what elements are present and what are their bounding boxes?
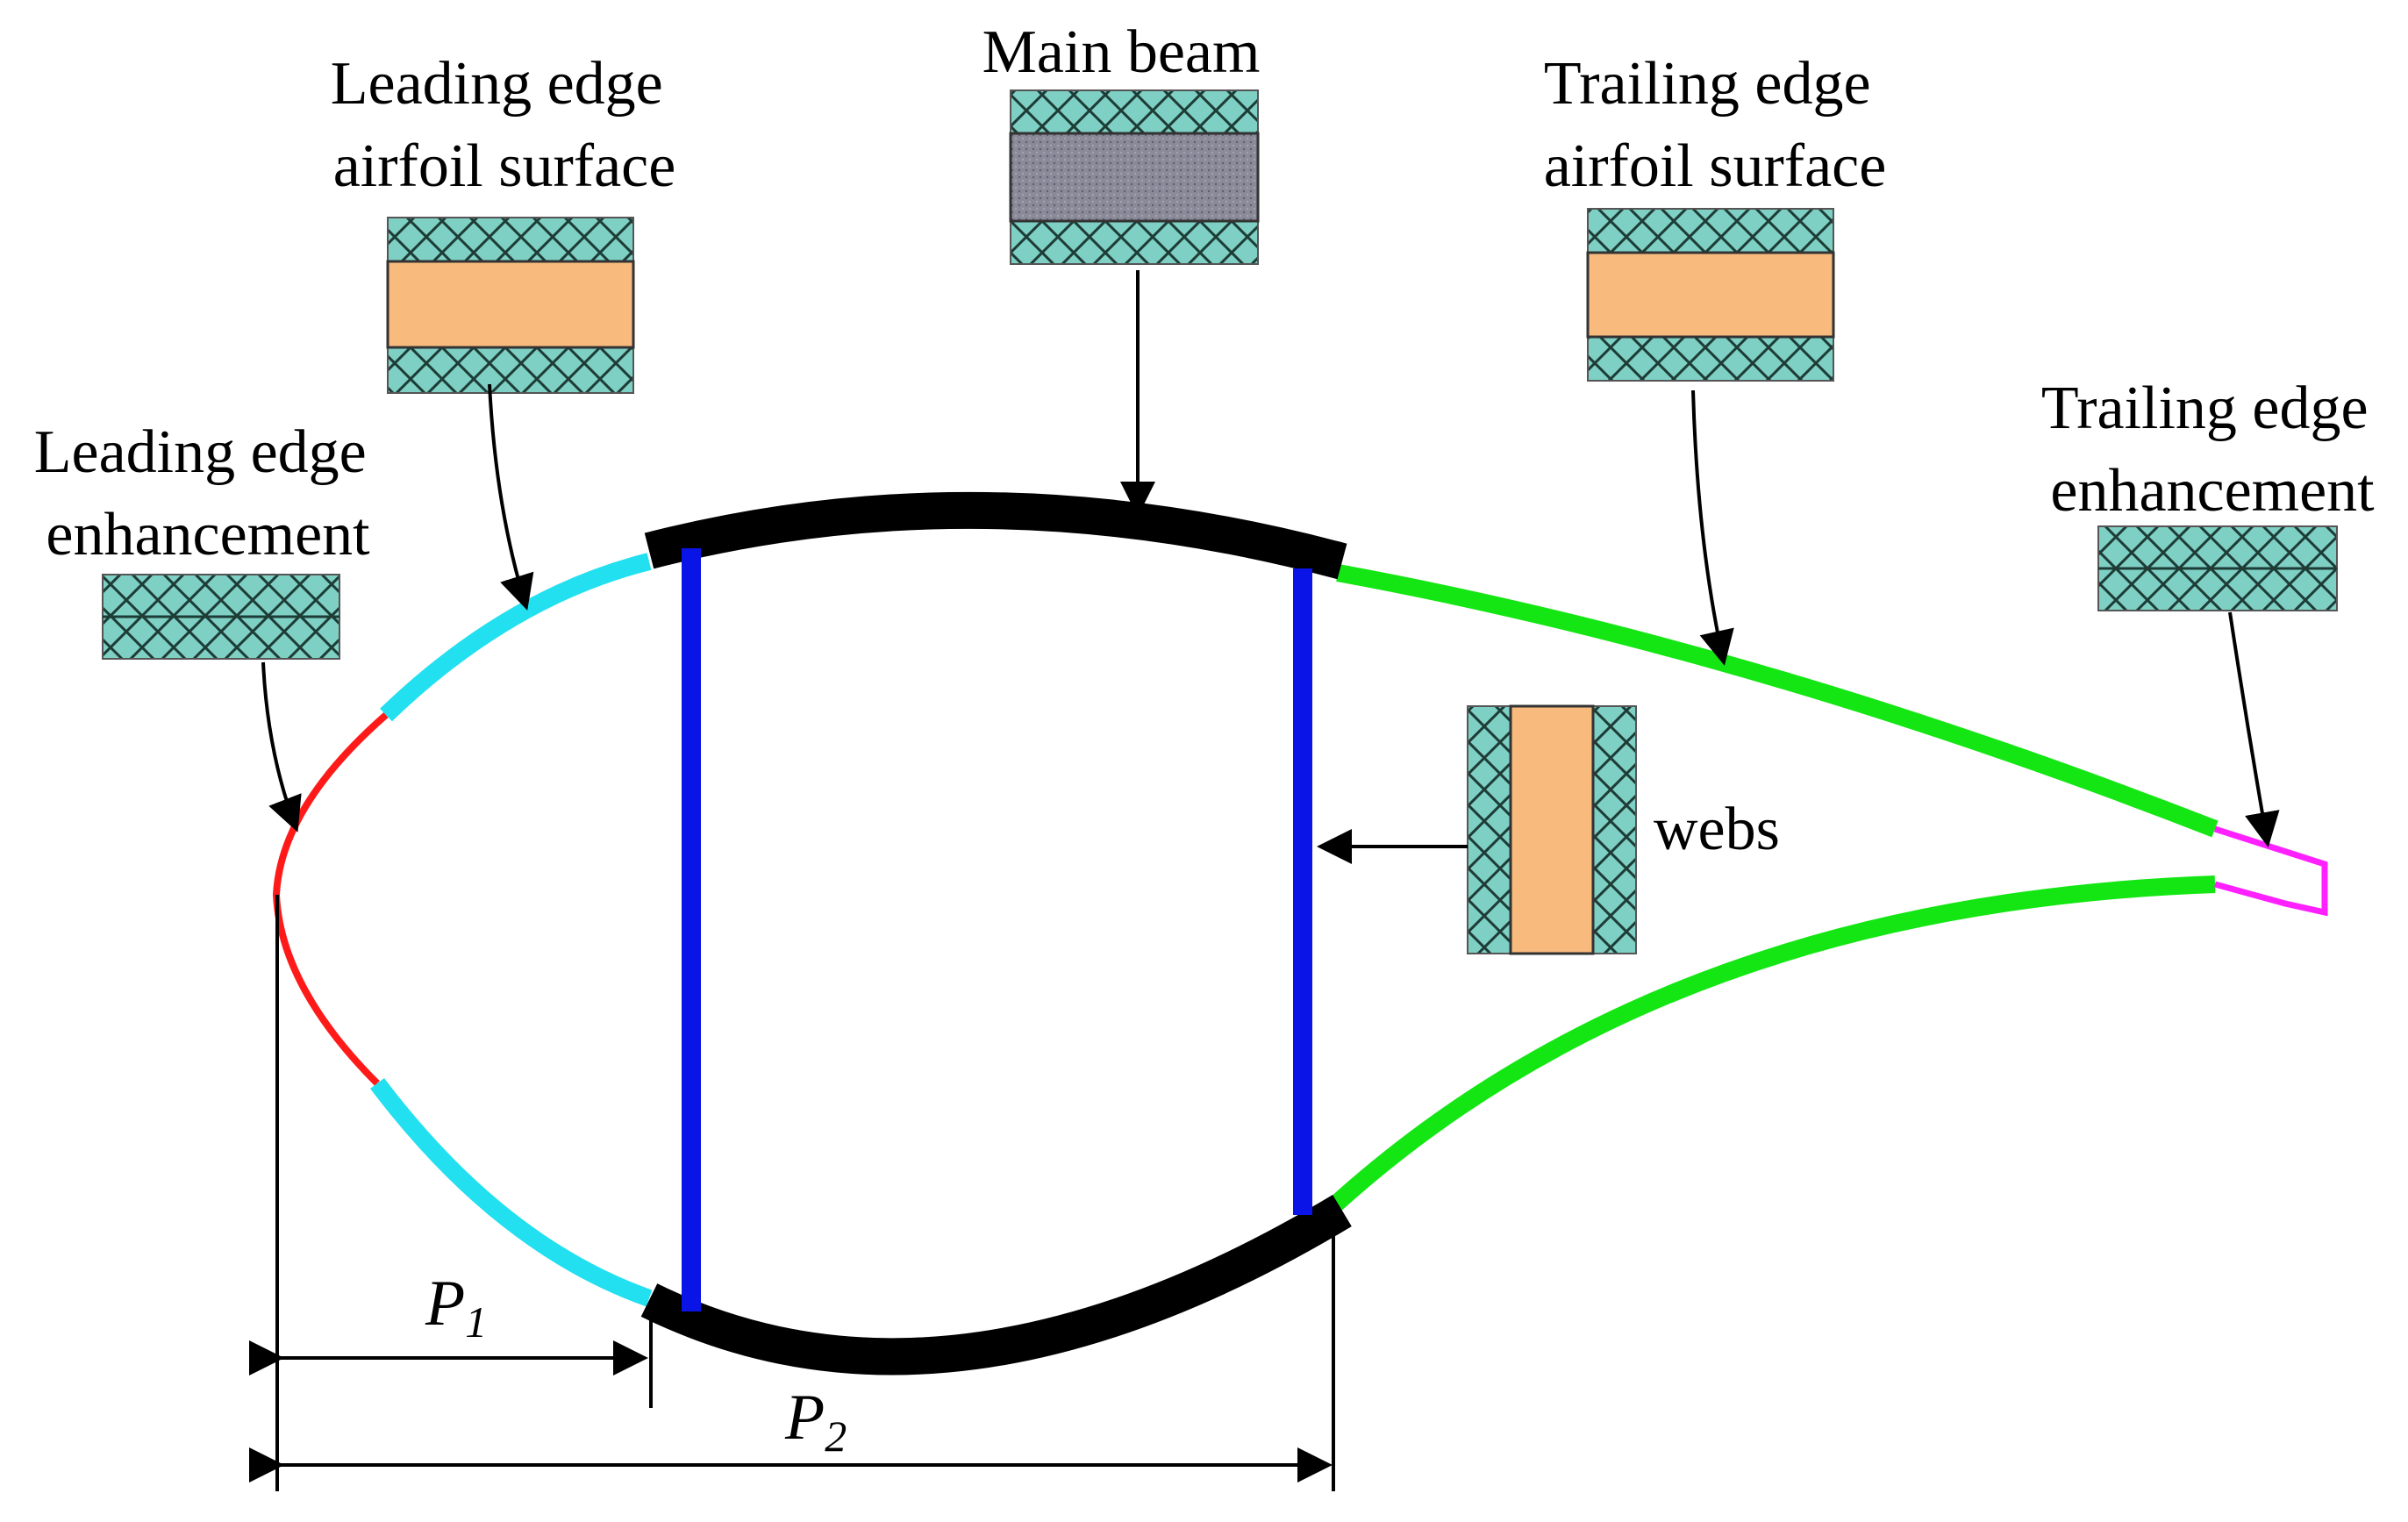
trailing-edge-surface-label: Trailing edge airfoil surface (1544, 50, 1887, 200)
main-beam-upper-cap (644, 491, 1347, 580)
leading-edge-surface-lower (370, 1077, 653, 1307)
dimension-lines (249, 895, 1335, 1491)
arrow-trailing-edge-enhancement (2228, 611, 2280, 847)
main-beam-swatch (1009, 89, 1260, 265)
trailing-edge-enhancement-label: Trailing edge enhancement (2041, 375, 2383, 525)
p2-label: P2 (784, 1382, 847, 1461)
arrow-leading-edge-surface (488, 383, 534, 611)
main-beam-lower-cap (640, 1194, 1352, 1376)
trailing-edge-surface-upper (1336, 564, 2219, 838)
leading-edge-surface-label: Leading edge airfoil surface (331, 50, 678, 200)
main-beam-label: Main beam (982, 18, 1261, 86)
trailing-edge-surface-lower (1327, 875, 2216, 1213)
leading-edge-surface-upper (380, 553, 652, 722)
leading-edge-enhancement-swatch (102, 574, 340, 660)
webs-label: webs (1654, 796, 1780, 863)
arrow-trailing-edge-surface (1691, 389, 1734, 666)
trailing-edge-surface-swatch (1586, 208, 1835, 382)
trailing-edge-enhancement-segment (2213, 825, 2328, 917)
trailing-edge-enhancement-swatch (2097, 525, 2338, 611)
webs-swatch (1467, 704, 1637, 955)
leading-edge-enhancement-label: Leading edge enhancement (34, 418, 382, 568)
arrow-leading-edge-enhancement (261, 661, 302, 832)
leading-edge-surface-swatch (386, 217, 635, 394)
callout-arrows (261, 270, 2280, 864)
p1-label: P1 (425, 1268, 487, 1347)
leading-edge-enhancement-segment (272, 711, 389, 1086)
airfoil-outline (272, 491, 2328, 1376)
